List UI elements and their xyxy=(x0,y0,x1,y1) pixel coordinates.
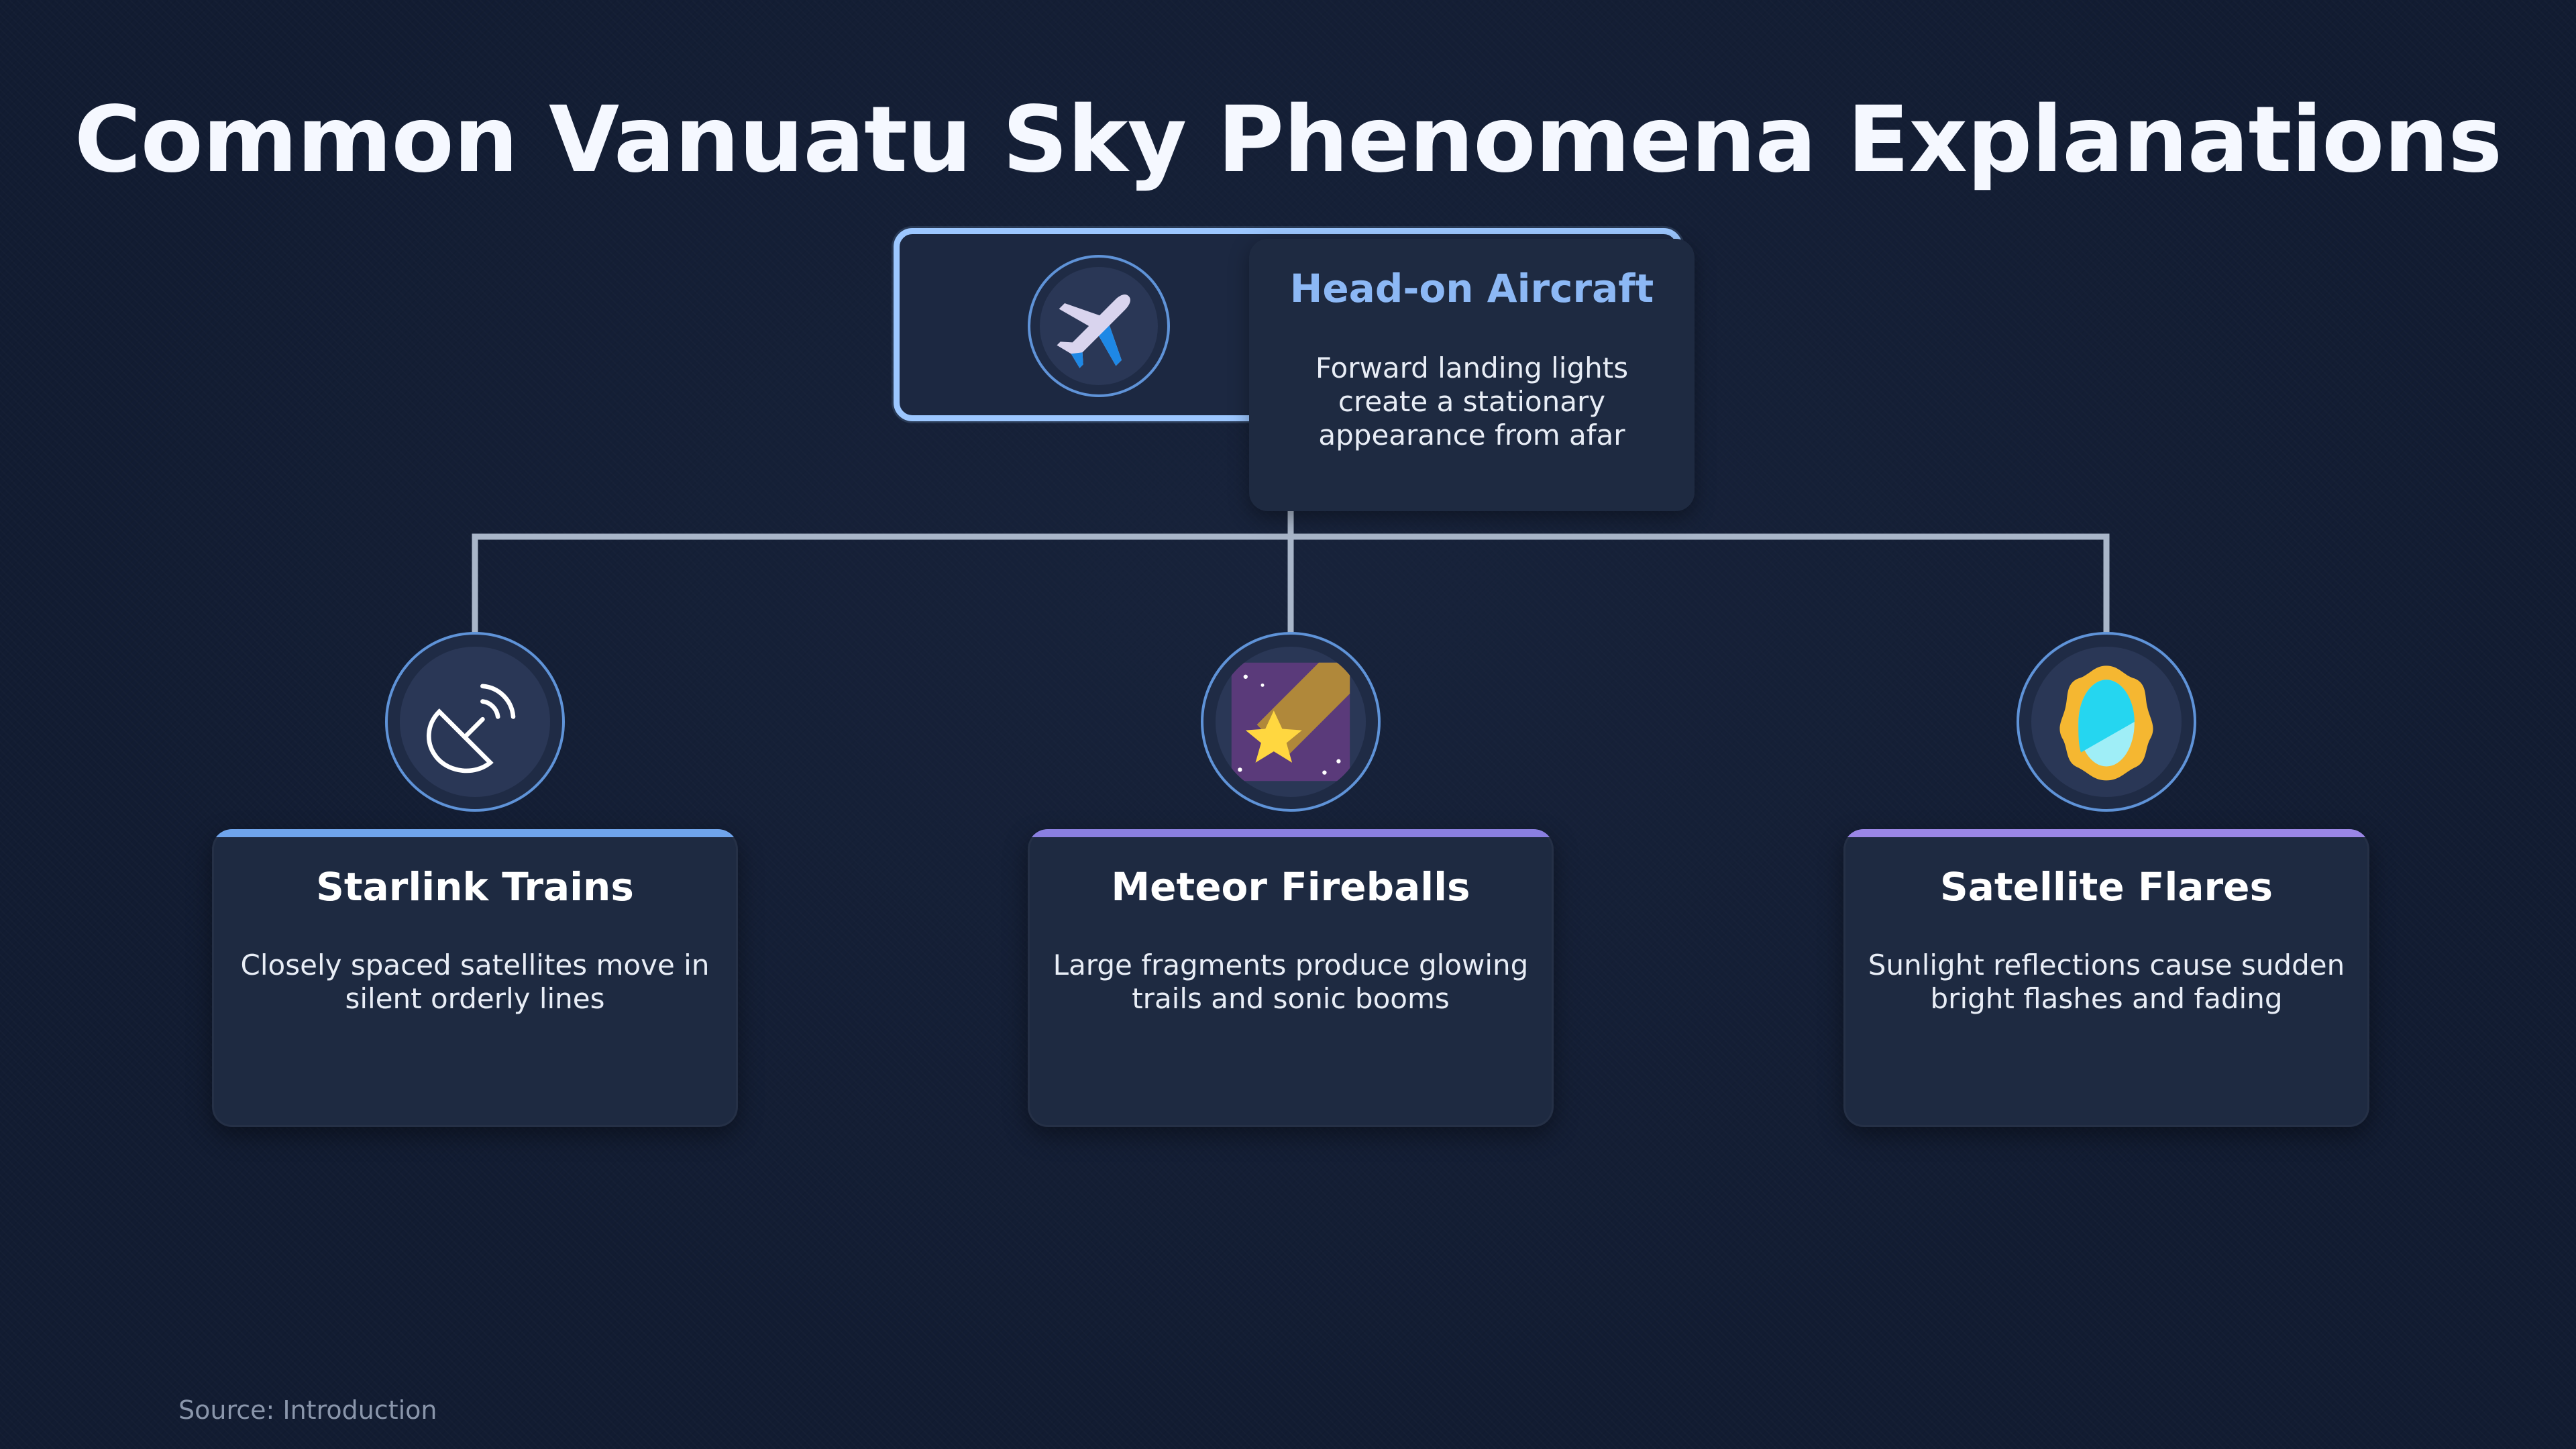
child-card-satellite-flares: Satellite Flares Sunlight reflections ca… xyxy=(1843,829,2369,1127)
child-icon-circle-1 xyxy=(385,632,565,812)
card-heading: Starlink Trains xyxy=(316,864,634,910)
child-card-meteor-fireballs: Meteor Fireballs Large fragments produce… xyxy=(1028,829,1554,1127)
airplane-icon xyxy=(1040,267,1158,385)
card-heading: Meteor Fireballs xyxy=(1111,864,1470,910)
root-node-description: Forward landing lights create a stationa… xyxy=(1315,352,1629,451)
card-description: Closely spaced satellites move in silent… xyxy=(240,949,710,1015)
child-icon-circle-3 xyxy=(2017,632,2196,812)
child-icon-circle-2 xyxy=(1201,632,1381,812)
shooting-star-icon xyxy=(1216,647,1366,797)
card-accent-bar xyxy=(1843,829,2369,837)
diagram-title: Common Vanuatu Sky Phenomena Explanation… xyxy=(74,87,2503,193)
root-node-heading: Head-on Aircraft xyxy=(1289,266,1654,311)
card-heading: Satellite Flares xyxy=(1940,864,2273,910)
satellite-dish-icon xyxy=(400,647,550,797)
card-description: Sunlight reflections cause sudden bright… xyxy=(1868,949,2345,1015)
child-card-starlink-trains: Starlink Trains Closely spaced satellite… xyxy=(212,829,738,1127)
source-note: Source: Introduction xyxy=(178,1395,437,1425)
root-node-panel xyxy=(1249,239,1695,511)
root-node-icon-circle xyxy=(1028,255,1170,397)
mirror-icon xyxy=(2031,647,2182,797)
card-accent-bar xyxy=(212,829,738,837)
card-description: Large fragments produce glowing trails a… xyxy=(1053,949,1529,1015)
card-accent-bar xyxy=(1028,829,1554,837)
